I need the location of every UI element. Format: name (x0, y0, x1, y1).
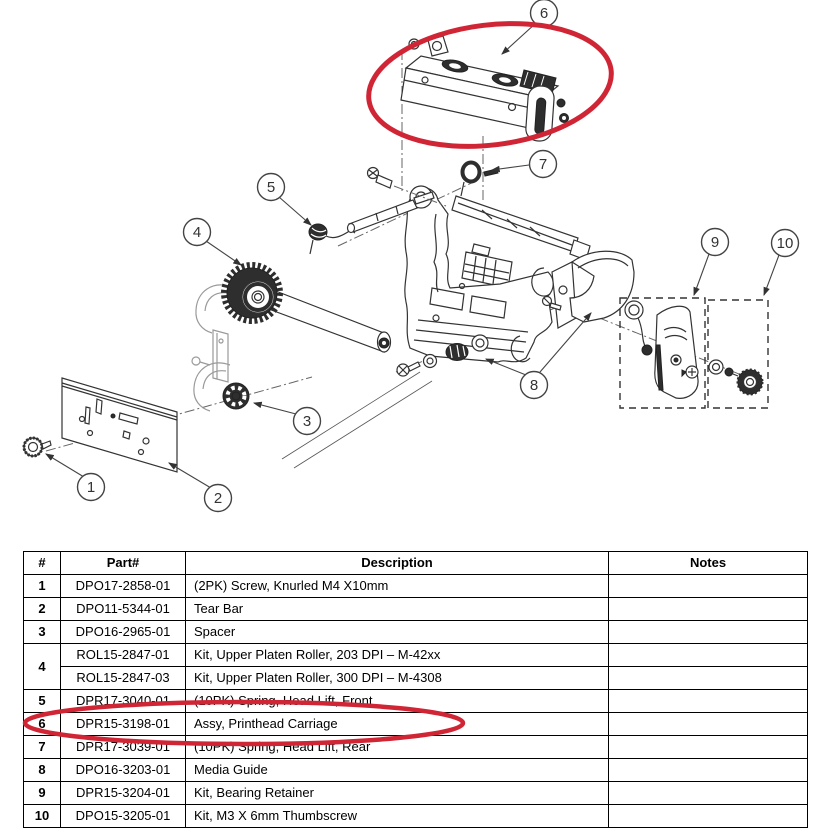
callout-4-label: 4 (193, 224, 201, 241)
description-cell: Kit, M3 X 6mm Thumbscrew (185, 804, 609, 828)
description-cell: Tear Bar (185, 597, 609, 621)
row-number-cell: 3 (23, 620, 61, 644)
callout-7: 7 (490, 149, 558, 179)
row-number-cell: 6 (23, 712, 61, 736)
part-number-cell: ROL15-2847-03 (60, 666, 186, 690)
callout-7-label: 7 (539, 156, 547, 173)
notes-cell (608, 620, 808, 644)
callout-2-label: 2 (214, 490, 222, 507)
callout-6: 6 (501, 0, 559, 55)
description-cell: (10PK) Spring, Head Lift, Front (185, 689, 609, 713)
description-cell: Kit, Upper Platen Roller, 203 DPI – M-42… (185, 643, 609, 667)
callout-4: 4 (182, 217, 242, 266)
description-cell: Media Guide (185, 758, 609, 782)
center-frame (404, 185, 554, 363)
notes-cell (608, 712, 808, 736)
parts-table: # Part# Description Notes 1 DPO17-2858-0… (23, 551, 808, 828)
callout-9-label: 9 (711, 234, 719, 251)
row-number-cell: 1 (23, 574, 61, 598)
description-cell: Kit, Bearing Retainer (185, 781, 609, 805)
callout-5-label: 5 (267, 179, 275, 196)
upper-rail (451, 195, 591, 289)
header-notes: Notes (608, 551, 808, 575)
spacer (222, 382, 250, 410)
platen-roller-kit (221, 262, 392, 353)
pivot-hardware-set (396, 334, 489, 377)
part-number-cell: DPO11-5344-01 (60, 597, 186, 621)
knurled-screw (22, 436, 52, 458)
header-desc: Description (185, 551, 609, 575)
table-header-row: # Part# Description Notes (23, 551, 808, 575)
callout-1-label: 1 (87, 479, 95, 496)
notes-cell (608, 574, 808, 598)
table-row: 9 DPR15-3204-01 Kit, Bearing Retainer (23, 781, 808, 805)
notes-cell (608, 643, 808, 667)
callout-1: 1 (45, 453, 106, 502)
callout-10: 10 (763, 228, 800, 297)
table-row: 2 DPO11-5344-01 Tear Bar (23, 597, 808, 621)
row-number-cell: 8 (23, 758, 61, 782)
row-number-cell: 10 (23, 804, 61, 828)
table-row: 7 DPR17-3039-01 (10PK) Spring, Head Lift… (23, 735, 808, 759)
media-guide (541, 250, 635, 329)
part-number-cell: DPO17-2858-01 (60, 574, 186, 598)
table-row: 8 DPO16-3203-01 Media Guide (23, 758, 808, 782)
row-number-cell: 2 (23, 597, 61, 621)
notes-cell (608, 758, 808, 782)
notes-cell (608, 781, 808, 805)
table-row-highlighted: 6 DPR15-3198-01 Assy, Printhead Carriage (23, 712, 808, 736)
part-number-cell: DPO15-3205-01 (60, 804, 186, 828)
callout-8: 8 (484, 312, 592, 400)
description-cell: (2PK) Screw, Knurled M4 X10mm (185, 574, 609, 598)
row-number-cell: 5 (23, 689, 61, 713)
notes-cell (608, 597, 808, 621)
row-number-cell: 9 (23, 781, 61, 805)
exploded-parts-diagram: 1 2 3 4 5 6 7 (22, 0, 800, 513)
callout-9: 9 (693, 227, 730, 297)
notes-cell (608, 735, 808, 759)
thumbscrew-kit (707, 299, 769, 409)
header-part: Part# (60, 551, 186, 575)
row-number-cell: 7 (23, 735, 61, 759)
part-number-cell: ROL15-2847-01 (60, 643, 186, 667)
table-row: ROL15-2847-03 Kit, Upper Platen Roller, … (24, 666, 808, 690)
notes-cell (608, 666, 808, 690)
callout-3: 3 (252, 401, 322, 436)
table-row: 4 ROL15-2847-01 Kit, Upper Platen Roller… (23, 643, 808, 690)
table-row: 3 DPO16-2965-01 Spacer (23, 620, 808, 644)
table-row: 5 DPR17-3040-01 (10PK) Spring, Head Lift… (23, 689, 808, 713)
description-cell: Kit, Upper Platen Roller, 300 DPI – M-43… (185, 666, 609, 690)
description-cell: (10PK) Spring, Head Lift, Rear (185, 735, 609, 759)
retaining-ring (460, 160, 499, 197)
callout-5: 5 (256, 172, 312, 226)
header-num: # (23, 551, 61, 575)
notes-cell (608, 804, 808, 828)
shoulder-screw (366, 166, 447, 207)
part-number-cell: DPO16-3203-01 (60, 758, 186, 782)
callout-8-label: 8 (530, 377, 538, 394)
table-row: 1 DPO17-2858-01 (2PK) Screw, Knurled M4 … (23, 574, 808, 598)
part-number-cell: DPO16-2965-01 (60, 620, 186, 644)
lift-cam-plates (191, 284, 233, 412)
notes-cell (608, 689, 808, 713)
link-shaft (346, 191, 435, 234)
callout-6-label: 6 (540, 5, 548, 22)
part-number-cell: DPR17-3039-01 (60, 735, 186, 759)
part-number-cell: DPR15-3198-01 (60, 712, 186, 736)
callout-2: 2 (168, 462, 233, 513)
part-number-cell: DPR15-3204-01 (60, 781, 186, 805)
tear-bar (61, 377, 178, 473)
description-cell: Spacer (185, 620, 609, 644)
printhead-carriage-assembly (400, 35, 569, 142)
callout-3-label: 3 (303, 413, 311, 430)
bearing-retainer-kit (619, 297, 706, 409)
description-cell: Assy, Printhead Carriage (185, 712, 609, 736)
table-row: 10 DPO15-3205-01 Kit, M3 X 6mm Thumbscre… (23, 804, 808, 828)
callout-10-label: 10 (777, 235, 794, 252)
row-number-cell: 4 (23, 643, 61, 690)
part-number-cell: DPR17-3040-01 (60, 689, 186, 713)
